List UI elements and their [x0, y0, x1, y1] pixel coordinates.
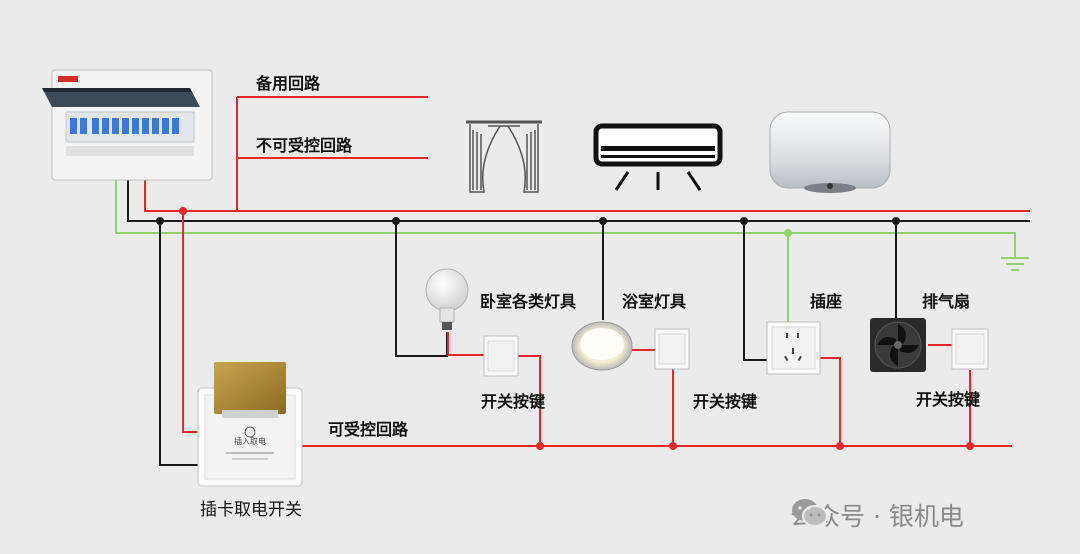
switch-key-label: 开关按键	[916, 390, 981, 409]
card-slot-text: 插入取电	[234, 437, 266, 446]
water-heater-icon	[769, 111, 891, 193]
switch-icon	[654, 328, 690, 370]
controlled-circuit-label: 可受控回路	[328, 420, 409, 439]
ground-icon	[1001, 257, 1029, 271]
air-conditioner-icon	[593, 123, 723, 191]
watermark: 公众号 · 银机电	[790, 497, 964, 533]
switch-key-label: 开关按键	[481, 392, 546, 411]
earth-wires	[115, 180, 1016, 322]
ceiling-light-icon	[571, 321, 633, 371]
card-power-switch-icon	[197, 362, 303, 487]
exhaust-fan-icon	[870, 318, 926, 372]
spare-circuit-label: 备用回路	[256, 74, 321, 93]
neutral-wires	[127, 180, 1030, 466]
switch-icon	[483, 335, 519, 377]
bathroom-lights-label: 浴室灯具	[622, 292, 687, 311]
wall-socket-icon	[766, 321, 821, 375]
junction-dots	[156, 207, 974, 450]
live-wires	[144, 96, 1030, 447]
bedroom-lights-label: 卧室各类灯具	[480, 292, 577, 311]
light-bulb-icon	[425, 268, 469, 330]
distribution-box-icon	[42, 69, 213, 181]
card-switch-label: 插卡取电开关	[200, 500, 302, 520]
uncontrolled-circuit-label: 不可受控回路	[256, 136, 353, 155]
switch-icon	[951, 328, 989, 370]
socket-label: 插座	[810, 292, 843, 311]
switch-key-label: 开关按键	[693, 392, 758, 411]
exhaust-fan-label: 排气扇	[922, 292, 971, 311]
wechat-icon	[792, 499, 828, 527]
curtain-icon	[466, 120, 542, 193]
